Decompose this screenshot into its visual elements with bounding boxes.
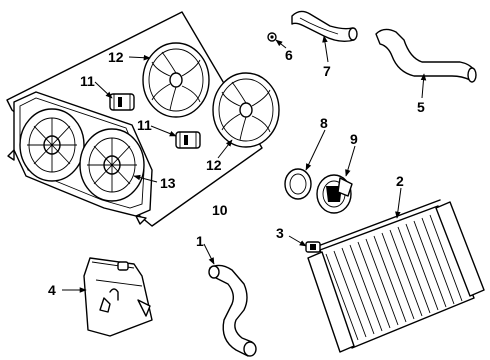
fan-motor-upper <box>109 93 135 111</box>
callout-12-upper: 12 <box>108 49 124 65</box>
coolant-reservoir <box>83 257 153 337</box>
fan-assembly-group <box>6 11 280 227</box>
callout-13: 13 <box>160 175 176 191</box>
callout-9: 9 <box>350 131 358 147</box>
hose-clamp <box>267 32 277 42</box>
upper-radiator-hose <box>375 28 477 83</box>
lower-radiator-hose <box>208 264 257 357</box>
fan-blade-upper <box>142 42 210 118</box>
callout-11-upper: 11 <box>80 73 95 89</box>
callout-5: 5 <box>417 99 425 115</box>
fan-shroud <box>7 91 153 225</box>
callout-4: 4 <box>48 282 56 298</box>
thermostat-housing <box>316 174 353 214</box>
callout-12-lower: 12 <box>206 157 222 173</box>
callout-1: 1 <box>196 233 204 249</box>
thermostat-gasket <box>284 168 312 200</box>
drain-cock <box>305 241 321 253</box>
callout-3: 3 <box>276 225 284 241</box>
fan-motor-lower <box>175 131 201 149</box>
fan-blade-lower <box>212 72 280 148</box>
fan-assembly-outline <box>6 11 263 227</box>
callout-6: 6 <box>285 47 293 63</box>
radiator <box>307 199 485 353</box>
callout-8: 8 <box>320 115 328 131</box>
callout-labels: 12 11 11 12 13 10 6 7 5 8 9 2 3 1 4 <box>48 47 425 298</box>
callout-11-lower: 11 <box>137 117 152 133</box>
callout-2: 2 <box>396 173 404 189</box>
thermostat-outlet-hose <box>291 10 358 43</box>
leader-lines <box>62 35 427 293</box>
callout-7: 7 <box>323 63 331 79</box>
callout-10: 10 <box>212 202 228 218</box>
